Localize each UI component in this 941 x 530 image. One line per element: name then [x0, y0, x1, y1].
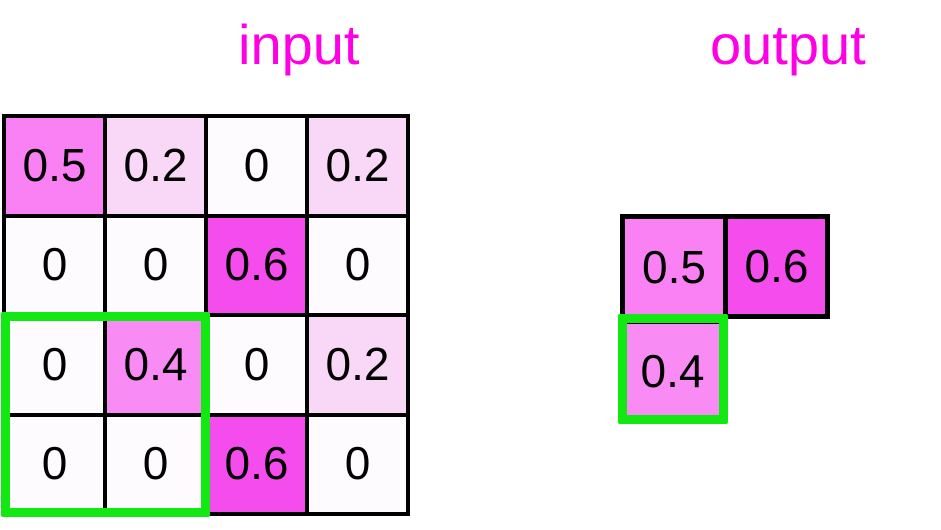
input-cell-value: 0	[142, 238, 169, 291]
input-cell-value: 0.2	[123, 138, 188, 191]
input-panel-title: input	[238, 13, 360, 76]
output-cell-frame-r0c0: 0.5	[620, 214, 725, 319]
input-cell-value: 0	[243, 337, 270, 390]
input-cell-r1c2[interactable]: 0.6	[208, 217, 305, 313]
input-cell-r3c2[interactable]: 0.6	[208, 416, 305, 512]
input-cell-r3c1[interactable]: 0	[107, 416, 204, 512]
input-cell-value: 0	[344, 238, 371, 291]
output-cell-value: 0.4	[640, 344, 705, 397]
input-cell-r1c3[interactable]: 0	[309, 217, 406, 313]
output-cell-value: 0.6	[744, 239, 809, 292]
output-cell-r0c0[interactable]: 0.5	[625, 219, 723, 317]
input-cell-r0c3[interactable]: 0.2	[309, 118, 406, 214]
input-cell-value: 0	[41, 337, 68, 390]
input-cell-value: 0.5	[22, 138, 87, 191]
output-cell-empty-r1c1	[725, 319, 830, 424]
input-cell-r2c0[interactable]: 0	[6, 317, 103, 413]
input-cell-r2c2[interactable]: 0	[208, 317, 305, 413]
input-cell-r2c3[interactable]: 0.2	[309, 317, 406, 413]
input-cell-value: 0.6	[224, 437, 289, 490]
input-cell-value: 0.2	[325, 138, 390, 191]
input-cell-value: 0	[243, 138, 270, 191]
input-cell-r3c3[interactable]: 0	[309, 416, 406, 512]
input-cell-r0c2[interactable]: 0	[208, 118, 305, 214]
output-cell-frame-r1c0: 0.4	[620, 319, 725, 424]
input-cell-r3c0[interactable]: 0	[6, 416, 103, 512]
input-cell-r1c1[interactable]: 0	[107, 217, 204, 313]
input-matrix: 0.5 0.2 0 0.2 0 0 0.6 0 0 0.4 0 0.2 0 0 …	[2, 114, 410, 516]
input-cell-value: 0.6	[224, 238, 289, 291]
input-cell-value: 0	[41, 238, 68, 291]
input-cell-value: 0.4	[123, 337, 188, 390]
output-cell-r1c0[interactable]: 0.4	[625, 324, 720, 419]
input-cell-value: 0	[41, 437, 68, 490]
input-cell-r2c1[interactable]: 0.4	[107, 317, 204, 413]
input-cell-value: 0	[344, 437, 371, 490]
input-cell-r0c0[interactable]: 0.5	[6, 118, 103, 214]
input-cell-value: 0.2	[325, 337, 390, 390]
output-cell-value: 0.5	[642, 241, 706, 293]
output-cell-frame-r0c1: 0.6	[725, 214, 830, 319]
output-matrix: 0.5 0.6 0.4	[620, 214, 830, 424]
input-cell-r0c1[interactable]: 0.2	[107, 118, 204, 214]
input-cell-r1c0[interactable]: 0	[6, 217, 103, 313]
input-cell-value: 0	[142, 437, 169, 490]
output-cell-r0c1[interactable]: 0.6	[728, 219, 825, 314]
output-panel-title: output	[710, 13, 866, 76]
